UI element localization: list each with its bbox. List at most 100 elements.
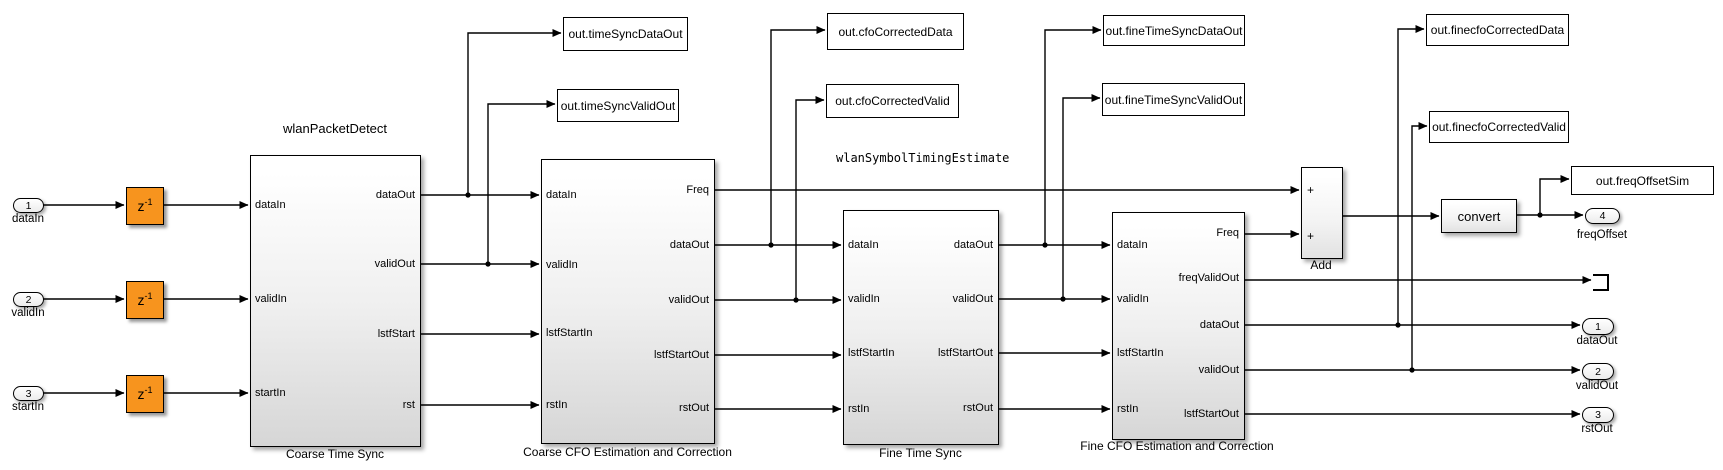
delay-block-1[interactable]: z-1 [126, 187, 164, 225]
to-workspace-finecfocorrectedvalid[interactable]: out.finecfoCorrectedValid [1429, 111, 1569, 143]
port-label: validIn [255, 293, 287, 305]
outport-validout-label: validOut [1575, 380, 1619, 392]
wire-branch-freqoffsetsim[interactable] [1539, 175, 1570, 215]
outport-rstout[interactable]: 3 [1582, 407, 1614, 423]
block-fine-time-sync[interactable]: dataIn validIn lstfStartIn rstIn dataOut… [843, 210, 999, 445]
port-label: dataOut [1199, 319, 1239, 331]
port-label: lstfStart [377, 328, 415, 340]
block-caption-coarse-time-sync: Coarse Time Sync [285, 447, 385, 461]
to-workspace-timesyncdataout[interactable]: out.timeSyncDataOut [563, 17, 688, 51]
block-fine-cfo[interactable]: dataIn validIn lstfStartIn rstIn Freq fr… [1112, 212, 1245, 440]
block-caption-fine-cfo: Fine CFO Estimation and Correction [1080, 439, 1274, 453]
wire-junction [1060, 296, 1066, 302]
port-label: lstfStartOut [937, 347, 993, 359]
annotation-wlansymboltimingestimate: wlanSymbolTimingEstimate [836, 151, 1010, 165]
wire-junction [465, 192, 471, 198]
outport-freqoffset-label: freqOffset [1576, 229, 1628, 241]
port-label: validOut [952, 293, 993, 305]
inport-datain[interactable]: 1 [13, 198, 44, 213]
convert-block[interactable]: convert [1441, 199, 1517, 233]
wire-junction [1537, 212, 1543, 218]
port-label: rstOut [679, 402, 709, 414]
inport-startin-label: startIn [12, 401, 44, 413]
port-label: startIn [255, 387, 286, 399]
block-coarse-time-sync[interactable]: dataIn validIn startIn dataOut validOut … [250, 155, 421, 447]
to-workspace-finetimesyncvalidout[interactable]: out.fineTimeSyncValidOut [1102, 83, 1245, 116]
delay-z-label: z-1 [137, 197, 153, 214]
inport-number: 3 [25, 387, 32, 400]
port-label: validIn [848, 293, 880, 305]
add-plus-input-1: + [1307, 183, 1315, 197]
port-label: validOut [1198, 364, 1239, 376]
port-label: rstIn [848, 403, 870, 415]
outport-freqoffset[interactable]: 4 [1585, 208, 1620, 224]
port-label: lstfStartIn [848, 347, 895, 359]
port-label: rst [402, 399, 415, 411]
wire-junction [1409, 367, 1415, 373]
annotation-wlanpacketdetect: wlanPacketDetect [282, 121, 388, 136]
block-coarse-cfo[interactable]: dataIn validIn lstfStartIn rstIn Freq da… [541, 159, 715, 444]
wire-branch-timesyncvalidout[interactable] [487, 100, 556, 264]
add-block[interactable]: + + [1301, 167, 1343, 259]
port-label: dataOut [953, 239, 993, 251]
inport-number: 2 [25, 293, 32, 306]
port-label: Freq [1216, 227, 1239, 239]
wire-branch-finetimesyncvalidout[interactable] [1062, 94, 1101, 299]
port-label: freqValidOut [1178, 272, 1239, 284]
port-label: lstfStartOut [1183, 408, 1239, 420]
outport-number: 4 [1599, 210, 1606, 222]
wire-junction [793, 297, 799, 303]
wire-junctions [465, 192, 1543, 373]
to-workspace-finecfocorrecteddata[interactable]: out.finecfoCorrectedData [1426, 14, 1569, 46]
convert-label: convert [1457, 208, 1501, 224]
port-label: dataIn [848, 239, 879, 251]
wire-branch-finecfocorrectedvalid[interactable] [1411, 122, 1428, 370]
outport-dataout-label: dataOut [1576, 335, 1618, 347]
inport-validin[interactable]: 2 [13, 292, 44, 307]
outport-number: 2 [1595, 365, 1601, 378]
outport-rstout-label: rstOut [1581, 423, 1613, 435]
port-label: dataIn [546, 189, 577, 201]
delay-z-label: z-1 [137, 291, 153, 308]
wire-junction [768, 242, 774, 248]
wire-branch-cfocorrectedvalid[interactable] [795, 96, 825, 300]
wire-branch-timesyncdataout[interactable] [467, 29, 562, 195]
terminator-block[interactable] [1593, 274, 1609, 291]
wire-branch-finetimesyncdataout[interactable] [1044, 26, 1102, 245]
delay-block-3[interactable]: z-1 [126, 375, 164, 413]
outport-number: 3 [1595, 409, 1601, 421]
inport-number: 1 [25, 199, 32, 212]
to-workspace-freqoffsetsim[interactable]: out.freqOffsetSim [1571, 166, 1714, 195]
outport-dataout[interactable]: 1 [1582, 318, 1614, 335]
inport-startin[interactable]: 3 [13, 386, 44, 401]
to-workspace-finetimesyncdataout[interactable]: out.fineTimeSyncDataOut [1103, 15, 1245, 46]
port-label: validIn [1117, 293, 1149, 305]
outport-validout[interactable]: 2 [1582, 363, 1614, 380]
delay-z-label: z-1 [137, 385, 153, 402]
port-label: dataOut [669, 239, 709, 251]
outport-number: 1 [1595, 320, 1601, 333]
inport-validin-label: validIn [11, 307, 45, 319]
port-label: lstfStartIn [1117, 347, 1164, 359]
port-label: validIn [546, 259, 578, 271]
port-label: dataIn [255, 199, 286, 211]
wire-branch-finecfocorrecteddata[interactable] [1397, 25, 1425, 325]
wire-junction [1042, 242, 1048, 248]
to-workspace-cfocorrecteddata[interactable]: out.cfoCorrectedData [827, 13, 964, 50]
port-label: dataOut [375, 189, 415, 201]
add-plus-input-2: + [1307, 229, 1315, 243]
block-caption-coarse-cfo: Coarse CFO Estimation and Correction [523, 445, 732, 459]
to-workspace-cfocorrectedvalid[interactable]: out.cfoCorrectedValid [826, 84, 959, 118]
port-label: dataIn [1117, 239, 1148, 251]
port-label: rstIn [546, 399, 568, 411]
port-label: validOut [668, 294, 709, 306]
wire-branch-cfocorrecteddata[interactable] [770, 26, 826, 245]
add-block-caption: Add [1310, 258, 1332, 272]
inport-datain-label: dataIn [12, 213, 44, 225]
delay-block-2[interactable]: z-1 [126, 281, 164, 319]
port-label: Freq [686, 184, 709, 196]
to-workspace-timesyncvalidout[interactable]: out.timeSyncValidOut [557, 89, 679, 122]
port-label: lstfStartIn [546, 327, 593, 339]
port-label: validOut [374, 258, 415, 270]
